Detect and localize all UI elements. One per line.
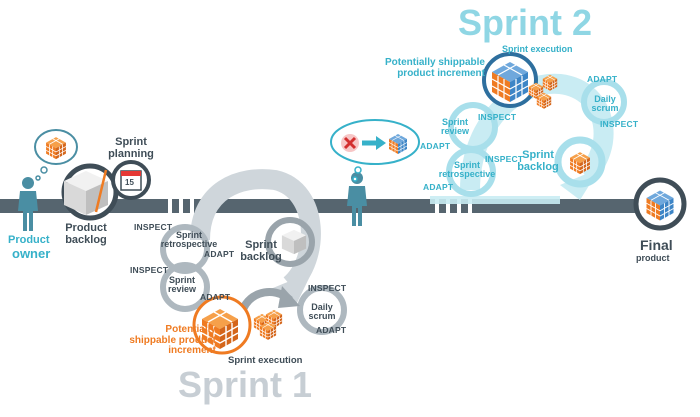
sprint2-title: Sprint 2 (458, 2, 593, 43)
sprint1-execution-label: Sprint execution (228, 355, 303, 366)
sprint2-review-label: Sprint review (440, 117, 470, 137)
product-backlog-box-icon (61, 163, 119, 221)
sprint1-adapt-daily: ADAPT (316, 325, 347, 335)
product-backlog-label: Product backlog (65, 222, 107, 246)
sprint1-increment-label: Potentially shippable product increment (129, 324, 216, 356)
sprint1-inspect-daily: INSPECT (308, 283, 347, 293)
product-owner-person-icon (18, 177, 38, 231)
reject-accept-bubble-icon (330, 119, 420, 182)
sprint1-backlog-label: Sprint backlog (240, 239, 282, 263)
sprint1-review-label: Sprint review (167, 275, 197, 295)
sprint2-execution-label: Sprint execution (502, 44, 573, 54)
final-product-line1: Final (640, 237, 673, 253)
sprint1-retrospective-label: Sprint retrospective (160, 230, 218, 250)
sprint1-adapt-retro: ADAPT (204, 249, 235, 259)
sprint2-inspect-daily: INSPECT (600, 119, 639, 129)
sprint2-adapt-review: ADAPT (420, 141, 451, 151)
final-product-cube-icon (633, 177, 687, 231)
sprint2-adapt-retro: ADAPT (423, 182, 454, 192)
final-product-line2: product (636, 253, 670, 263)
sprint2-inspect-review: INSPECT (478, 112, 517, 122)
sprint1-title: Sprint 1 (178, 364, 313, 405)
sprint-planning-label: Sprint planning (108, 136, 154, 160)
sprint2-daily-scrum-label: Daily scrum (591, 94, 619, 114)
timeline-bar (0, 199, 637, 213)
sprint2-inspect-retro: INSPECT (485, 154, 524, 164)
sprint1-inspect-review: INSPECT (130, 265, 169, 275)
sprint2-increment-label: Potentially shippable product increment (384, 57, 485, 79)
sprint2-adapt-daily: ADAPT (587, 74, 618, 84)
sprint1-adapt-review: ADAPT (200, 292, 231, 302)
sprint2-retrospective-label: Sprint retrospective (438, 160, 496, 180)
sprint1-daily-scrum-label: Daily scrum (308, 302, 336, 322)
thought-bubble-icon (34, 129, 78, 181)
sprint2-backlog-label: Sprint backlog (517, 149, 559, 173)
sprint1-inspect-retro: INSPECT (134, 222, 173, 232)
calendar-day-label: 15 (125, 178, 134, 187)
product-owner-line2: owner (12, 246, 51, 261)
calendar-icon (111, 160, 151, 200)
product-owner-line1: Product (8, 234, 50, 246)
